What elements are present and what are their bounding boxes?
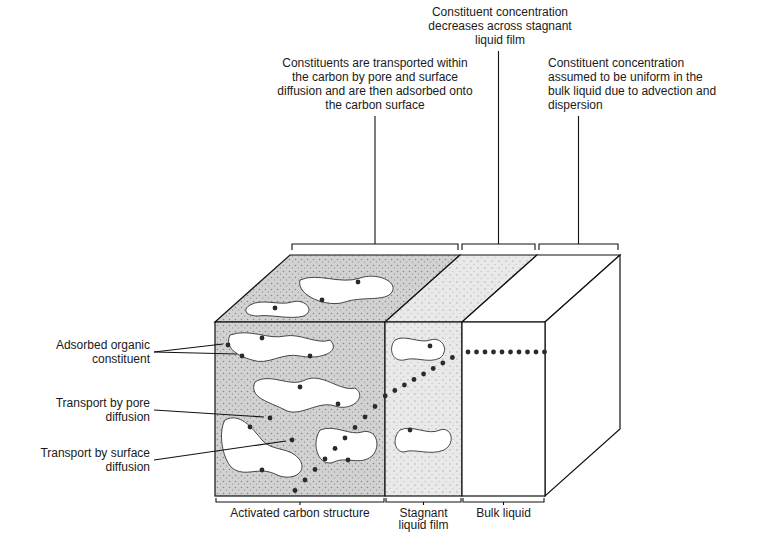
constituent-dot bbox=[363, 415, 368, 420]
constituent-dot bbox=[260, 336, 265, 341]
constituent-dot bbox=[491, 350, 496, 355]
constituent-dots bbox=[226, 280, 547, 493]
bracket bbox=[462, 51, 535, 250]
constituent-dot bbox=[248, 425, 253, 430]
region-label: Bulk liquid bbox=[462, 507, 545, 519]
constituent-dot bbox=[483, 350, 488, 355]
leader-line bbox=[154, 352, 237, 354]
constituent-dot bbox=[356, 280, 361, 285]
constituent-dot bbox=[517, 350, 522, 355]
constituent-dot bbox=[323, 457, 328, 462]
carbon-front-face bbox=[215, 322, 385, 496]
process-note: Constituent concentration decreases acro… bbox=[420, 5, 580, 47]
constituent-dot bbox=[290, 438, 295, 443]
constituent-dot bbox=[226, 343, 231, 348]
constituent-dot bbox=[508, 350, 513, 355]
constituent-dot bbox=[343, 436, 348, 441]
bracket bbox=[539, 116, 618, 250]
bulk-front-face bbox=[462, 322, 545, 496]
leader-line bbox=[154, 441, 286, 460]
constituent-dot bbox=[293, 488, 298, 493]
process-note: Constituents are transported within the … bbox=[275, 56, 475, 112]
constituent-dot bbox=[353, 425, 358, 430]
constituent-dot bbox=[474, 350, 479, 355]
constituent-dot bbox=[383, 394, 388, 399]
bracket bbox=[292, 116, 458, 250]
constituent-dot bbox=[412, 377, 417, 382]
constituent-dot bbox=[303, 478, 308, 483]
constituent-dot bbox=[308, 354, 313, 359]
constituent-dot bbox=[534, 350, 539, 355]
bracket bbox=[463, 498, 544, 505]
constituent-dot bbox=[421, 372, 426, 377]
film-front-face bbox=[385, 322, 462, 496]
constituent-dot bbox=[440, 361, 445, 366]
constituent-dot bbox=[268, 416, 273, 421]
bracket bbox=[386, 498, 461, 505]
constituent-dot bbox=[428, 344, 433, 349]
constituent-dot bbox=[333, 446, 338, 451]
constituent-dot bbox=[273, 306, 278, 311]
constituent-dot bbox=[500, 350, 505, 355]
bulk-side-face bbox=[545, 255, 620, 496]
callout-label: Transport by surface diffusion bbox=[10, 446, 150, 474]
constituent-dot bbox=[431, 366, 436, 371]
leader-line bbox=[154, 344, 223, 352]
constituent-dot bbox=[392, 388, 397, 393]
constituent-dot bbox=[542, 350, 547, 355]
callout-label: Adsorbed organic constituent bbox=[10, 338, 150, 366]
constituent-dot bbox=[373, 404, 378, 409]
region-label: Stagnant liquid film bbox=[385, 507, 462, 531]
constituent-dot bbox=[240, 354, 245, 359]
constituent-dot bbox=[320, 298, 325, 303]
brackets-and-leaders bbox=[154, 51, 618, 505]
carbon-pores bbox=[221, 276, 451, 477]
constituent-dot bbox=[525, 350, 530, 355]
constituent-dot bbox=[466, 350, 471, 355]
constituent-dot bbox=[313, 467, 318, 472]
process-note: Constituent concentration assumed to be … bbox=[548, 56, 728, 112]
constituent-dot bbox=[298, 385, 303, 390]
constituent-dot bbox=[336, 402, 341, 407]
bracket bbox=[216, 498, 384, 505]
callout-label: Transport by pore diffusion bbox=[10, 396, 150, 424]
constituent-dot bbox=[260, 468, 265, 473]
constituent-dot bbox=[408, 428, 413, 433]
constituent-dot bbox=[450, 355, 455, 360]
constituent-dot bbox=[402, 383, 407, 388]
leader-line bbox=[154, 410, 264, 417]
region-label: Activated carbon structure bbox=[215, 507, 385, 519]
constituent-dot bbox=[346, 458, 351, 463]
